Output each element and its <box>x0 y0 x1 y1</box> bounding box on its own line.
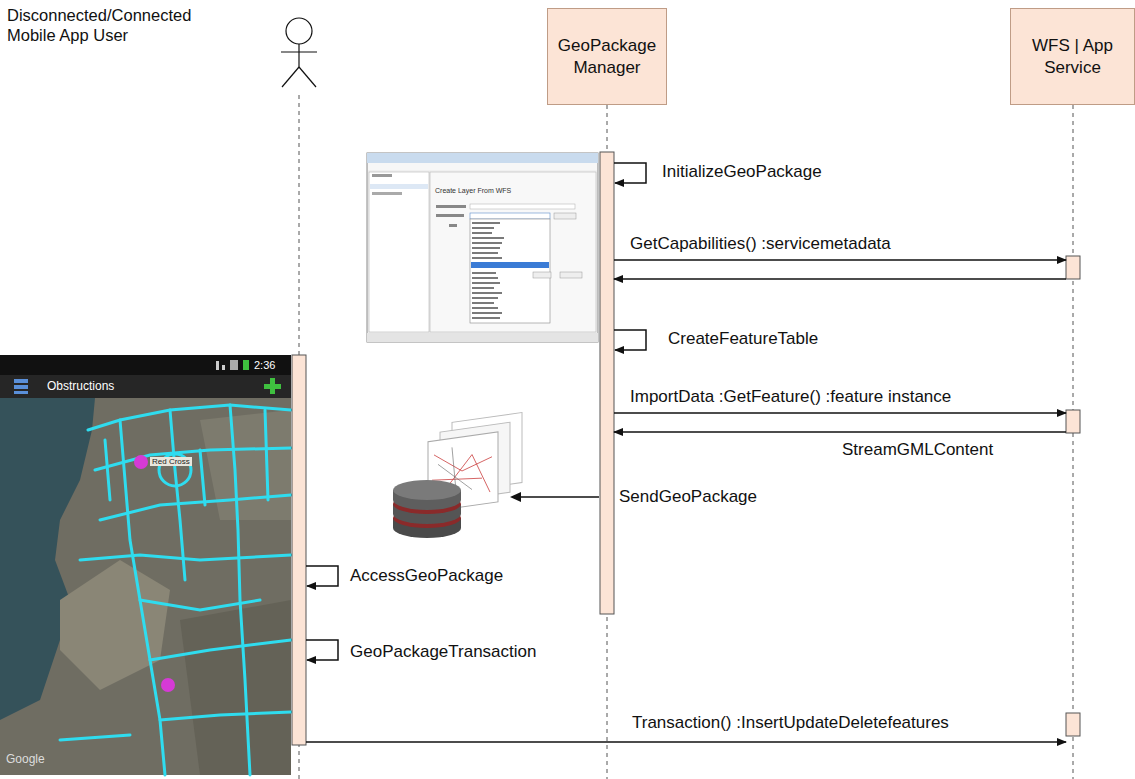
node-text: Disconnected/Connected Mobile App User <box>7 6 212 46</box>
self-message <box>614 330 646 350</box>
message-label: CreateFeatureTable <box>666 329 820 349</box>
lifeline <box>1073 105 1074 779</box>
message-arrow <box>614 278 1066 280</box>
screen-text: Create Layer From WFS <box>433 187 513 195</box>
message-arrow <box>306 741 1066 743</box>
actor-figure <box>281 18 317 87</box>
activation-bar <box>292 355 306 745</box>
map-logo: Google <box>6 753 45 767</box>
lifeline-box: GeoPackage Manager <box>547 8 667 105</box>
send-arrow <box>510 492 599 502</box>
message-label: ImportData :GetFeature() :feature instan… <box>628 387 953 407</box>
map-label: Red Cross <box>150 457 192 466</box>
message-label: Transaction() :InsertUpdateDeletefeature… <box>630 713 951 733</box>
node-text: GeoPackage Manager <box>556 35 658 78</box>
activation-bar <box>1066 410 1080 433</box>
node-text: WFS | App Service <box>1019 35 1126 78</box>
clock-text: 2:36 <box>254 359 275 372</box>
actor-label: Disconnected/Connected Mobile App User <box>7 6 212 46</box>
phone-screenshot <box>0 355 291 775</box>
self-message <box>306 566 338 586</box>
lifeline-box: WFS | App Service <box>1010 8 1135 105</box>
self-message <box>614 163 646 183</box>
message-label: SendGeoPackage <box>617 487 759 507</box>
message-label: InitializeGeoPackage <box>660 162 824 182</box>
activation-bar <box>1066 256 1080 279</box>
message-label: AccessGeoPackage <box>348 566 505 586</box>
message-arrow <box>614 259 1066 261</box>
database-icon <box>393 413 522 538</box>
activation-bar <box>1066 713 1080 736</box>
message-label: GeoPackageTransaction <box>348 642 538 662</box>
screen-title: Obstructions <box>47 380 114 394</box>
message-arrow <box>614 412 1066 414</box>
activation-bar <box>600 152 614 614</box>
self-message <box>306 640 338 660</box>
desktop-screenshot <box>367 153 598 342</box>
message-label: StreamGMLContent <box>840 440 995 460</box>
message-label: GetCapabilities() :servicemetadata <box>628 234 893 254</box>
message-arrow <box>614 431 1066 433</box>
